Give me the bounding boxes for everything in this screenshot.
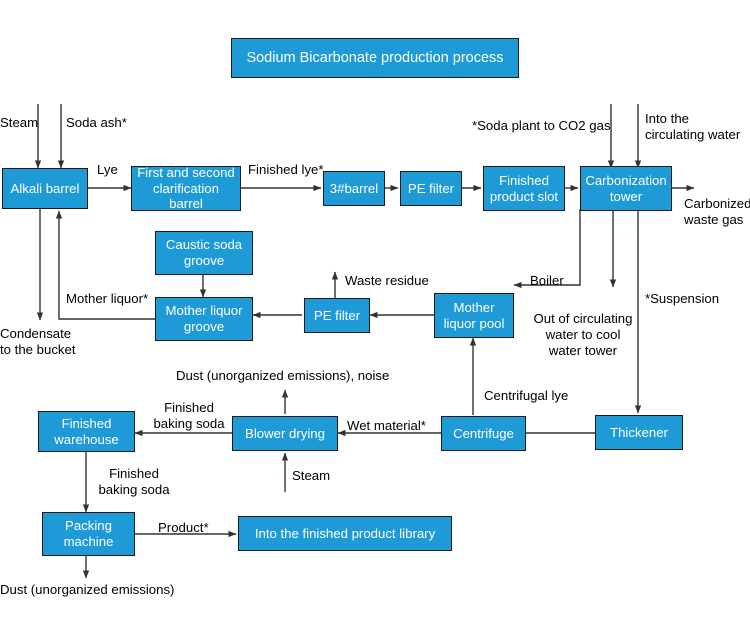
node-mother-liquor-pool[interactable]: Mother liquor pool bbox=[434, 293, 514, 338]
label-waste-residue: Waste residue bbox=[345, 273, 429, 288]
label-into-circulating-water: Into the circulating water bbox=[645, 111, 741, 143]
label-finished-baking-soda-right: Finished baking soda bbox=[153, 400, 225, 432]
label-suspension: *Suspension bbox=[645, 291, 720, 306]
node-blower-drying[interactable]: Blower drying bbox=[232, 416, 338, 451]
label-dust-packing: Dust (unorganized emissions) bbox=[0, 582, 175, 597]
node-clarification-barrel[interactable]: First and second clarification barrel bbox=[131, 165, 241, 211]
label-boiler: Boiler bbox=[530, 273, 564, 288]
node-packing-machine[interactable]: Packing machine bbox=[42, 512, 135, 556]
node-3-barrel[interactable]: 3#barrel bbox=[323, 171, 385, 206]
diagram-title: Sodium Bicarbonate production process bbox=[231, 38, 519, 78]
label-dust-noise: Dust (unorganized emissions), noise bbox=[176, 368, 390, 383]
node-pe-filter-top[interactable]: PE filter bbox=[400, 171, 462, 206]
label-condensate: Condensate to the bucket bbox=[0, 326, 76, 358]
label-carbonized-waste-gas: Carbonized waste gas bbox=[684, 196, 750, 228]
node-finished-product-slot[interactable]: Finished product slot bbox=[483, 166, 565, 211]
label-finished-baking-soda-down: Finished baking soda bbox=[98, 466, 170, 498]
node-pe-filter-mid[interactable]: PE filter bbox=[304, 298, 370, 333]
node-alkali-barrel[interactable]: Alkali barrel bbox=[2, 168, 88, 209]
label-mother-liquor-return: Mother liquor* bbox=[66, 291, 149, 306]
label-centrifugal-lye: Centrifugal lye bbox=[484, 388, 569, 403]
node-finished-warehouse[interactable]: Finished warehouse bbox=[38, 411, 135, 452]
label-out-of-circulating-water: Out of circulating water to cool water t… bbox=[533, 311, 633, 359]
label-steam-blower: Steam bbox=[292, 468, 331, 483]
label-wet-material: Wet material* bbox=[347, 418, 426, 433]
label-steam-top: Steam bbox=[0, 115, 39, 130]
label-product: Product* bbox=[158, 520, 209, 535]
label-lye: Lye bbox=[97, 162, 118, 177]
label-soda-plant-co2: *Soda plant to CO2 gas bbox=[472, 118, 611, 133]
node-mother-liquor-groove[interactable]: Mother liquor groove bbox=[155, 297, 253, 341]
node-caustic-soda-groove[interactable]: Caustic soda groove bbox=[155, 231, 253, 275]
label-finished-lye: Finished lye* bbox=[248, 162, 324, 177]
node-finished-product-library[interactable]: Into the finished product library bbox=[238, 516, 452, 551]
node-thickener[interactable]: Thickener bbox=[595, 415, 683, 450]
label-soda-ash: Soda ash* bbox=[66, 115, 127, 130]
node-carbonization-tower[interactable]: Carbonization tower bbox=[580, 166, 672, 211]
node-centrifuge[interactable]: Centrifuge bbox=[441, 416, 526, 451]
